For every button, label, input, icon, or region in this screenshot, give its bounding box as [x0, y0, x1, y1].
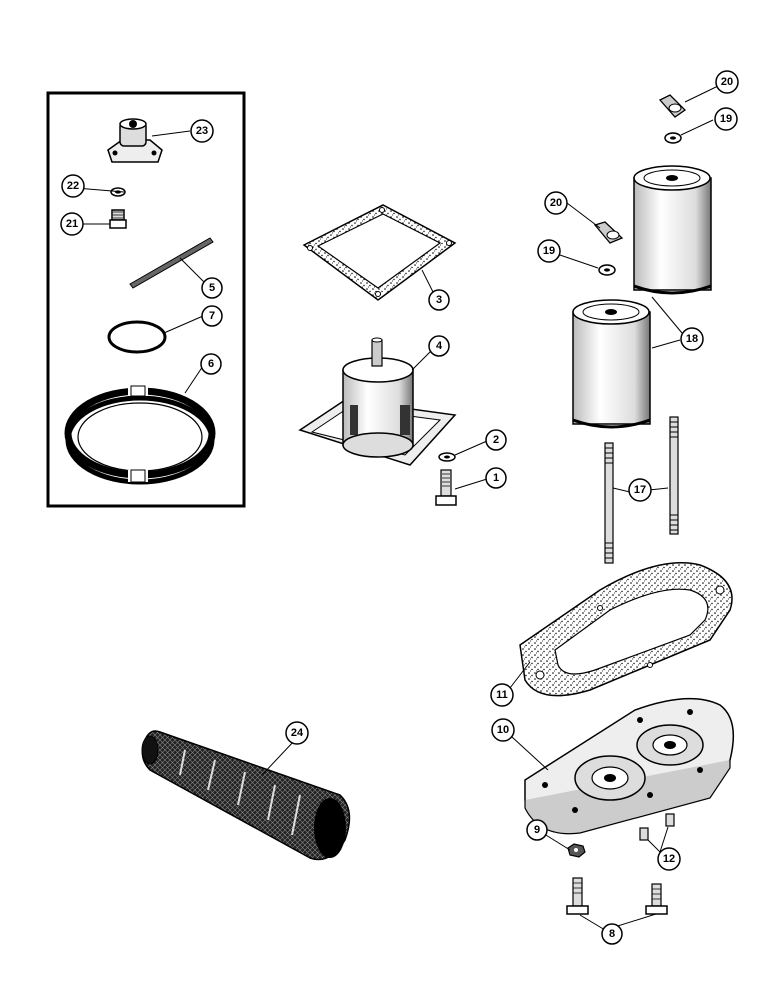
- part-20-wingnut-mid: [593, 221, 624, 244]
- callout-3-label: 3: [436, 294, 442, 306]
- callout-11: 11: [490, 683, 514, 707]
- callout-3: 3: [428, 289, 450, 311]
- callout-24-label: 24: [291, 727, 304, 739]
- callout-8: 8: [601, 923, 623, 945]
- callout-20-mid: 20: [544, 191, 568, 215]
- callout-11-label: 11: [496, 689, 508, 701]
- callout-22-label: 22: [67, 180, 79, 192]
- part-23-flange: [107, 118, 163, 163]
- callout-20-mid-label: 20: [550, 197, 562, 209]
- callout-1-label: 1: [493, 472, 499, 484]
- callout-5: 5: [201, 277, 223, 299]
- part-5-rod: [129, 237, 214, 289]
- callout-9: 9: [526, 819, 548, 841]
- part-20-wingnut-top: [658, 94, 687, 118]
- part-18-filter-lower: [572, 299, 651, 429]
- callout-8-label: 8: [609, 928, 615, 940]
- callout-12-label: 12: [663, 853, 675, 865]
- callout-19-top: 19: [714, 107, 738, 131]
- callout-7-label: 7: [209, 310, 215, 322]
- callout-23: 23: [190, 119, 214, 143]
- part-12-setscrews: [639, 813, 675, 841]
- part-24-strainer: [141, 730, 351, 861]
- callout-4-label: 4: [436, 340, 443, 352]
- part-1-bolt: [435, 469, 457, 506]
- callout-23-label: 23: [196, 125, 208, 137]
- part-6-seal-ring: [64, 385, 216, 485]
- callout-9-label: 9: [534, 824, 540, 836]
- part-19-washer-mid: [598, 264, 616, 276]
- callout-6-label: 6: [208, 358, 214, 370]
- part-11-gasket: [519, 562, 733, 697]
- callout-18: 18: [680, 327, 704, 351]
- callout-17: 17: [628, 478, 652, 502]
- part-19-washer-top: [664, 132, 682, 144]
- part-3-gasket: [302, 204, 457, 301]
- callout-24: 24: [285, 721, 309, 745]
- callout-19-mid-label: 19: [543, 245, 555, 257]
- callout-1: 1: [485, 467, 507, 489]
- part-21-plug: [109, 209, 127, 229]
- callout-6: 6: [200, 353, 222, 375]
- callout-21-label: 21: [66, 218, 78, 230]
- part-8-bolts: [566, 877, 668, 915]
- part-10-base: [524, 697, 735, 835]
- callout-19-top-label: 19: [720, 113, 732, 125]
- callout-18-label: 18: [686, 333, 698, 345]
- callout-4: 4: [428, 335, 450, 357]
- callout-5-label: 5: [209, 282, 215, 294]
- callout-22: 22: [61, 174, 85, 198]
- part-7-oring: [107, 320, 167, 354]
- callout-12: 12: [657, 847, 681, 871]
- callout-17-label: 17: [634, 484, 646, 496]
- part-2-washer: [438, 452, 456, 462]
- callout-20-top: 20: [715, 70, 739, 94]
- callout-21: 21: [60, 212, 84, 236]
- callout-10: 10: [491, 718, 515, 742]
- callout-2-label: 2: [493, 434, 499, 446]
- part-18-filter-top: [633, 165, 712, 295]
- part-9-nut: [567, 843, 586, 858]
- part-17-studs: [604, 416, 679, 564]
- inset-kit-frame: [46, 91, 246, 508]
- callout-2: 2: [485, 429, 507, 451]
- part-4-housing: [298, 337, 457, 466]
- callout-10-label: 10: [497, 724, 509, 736]
- callout-7: 7: [201, 305, 223, 327]
- callout-19-mid: 19: [537, 239, 561, 263]
- callout-20-top-label: 20: [721, 76, 733, 88]
